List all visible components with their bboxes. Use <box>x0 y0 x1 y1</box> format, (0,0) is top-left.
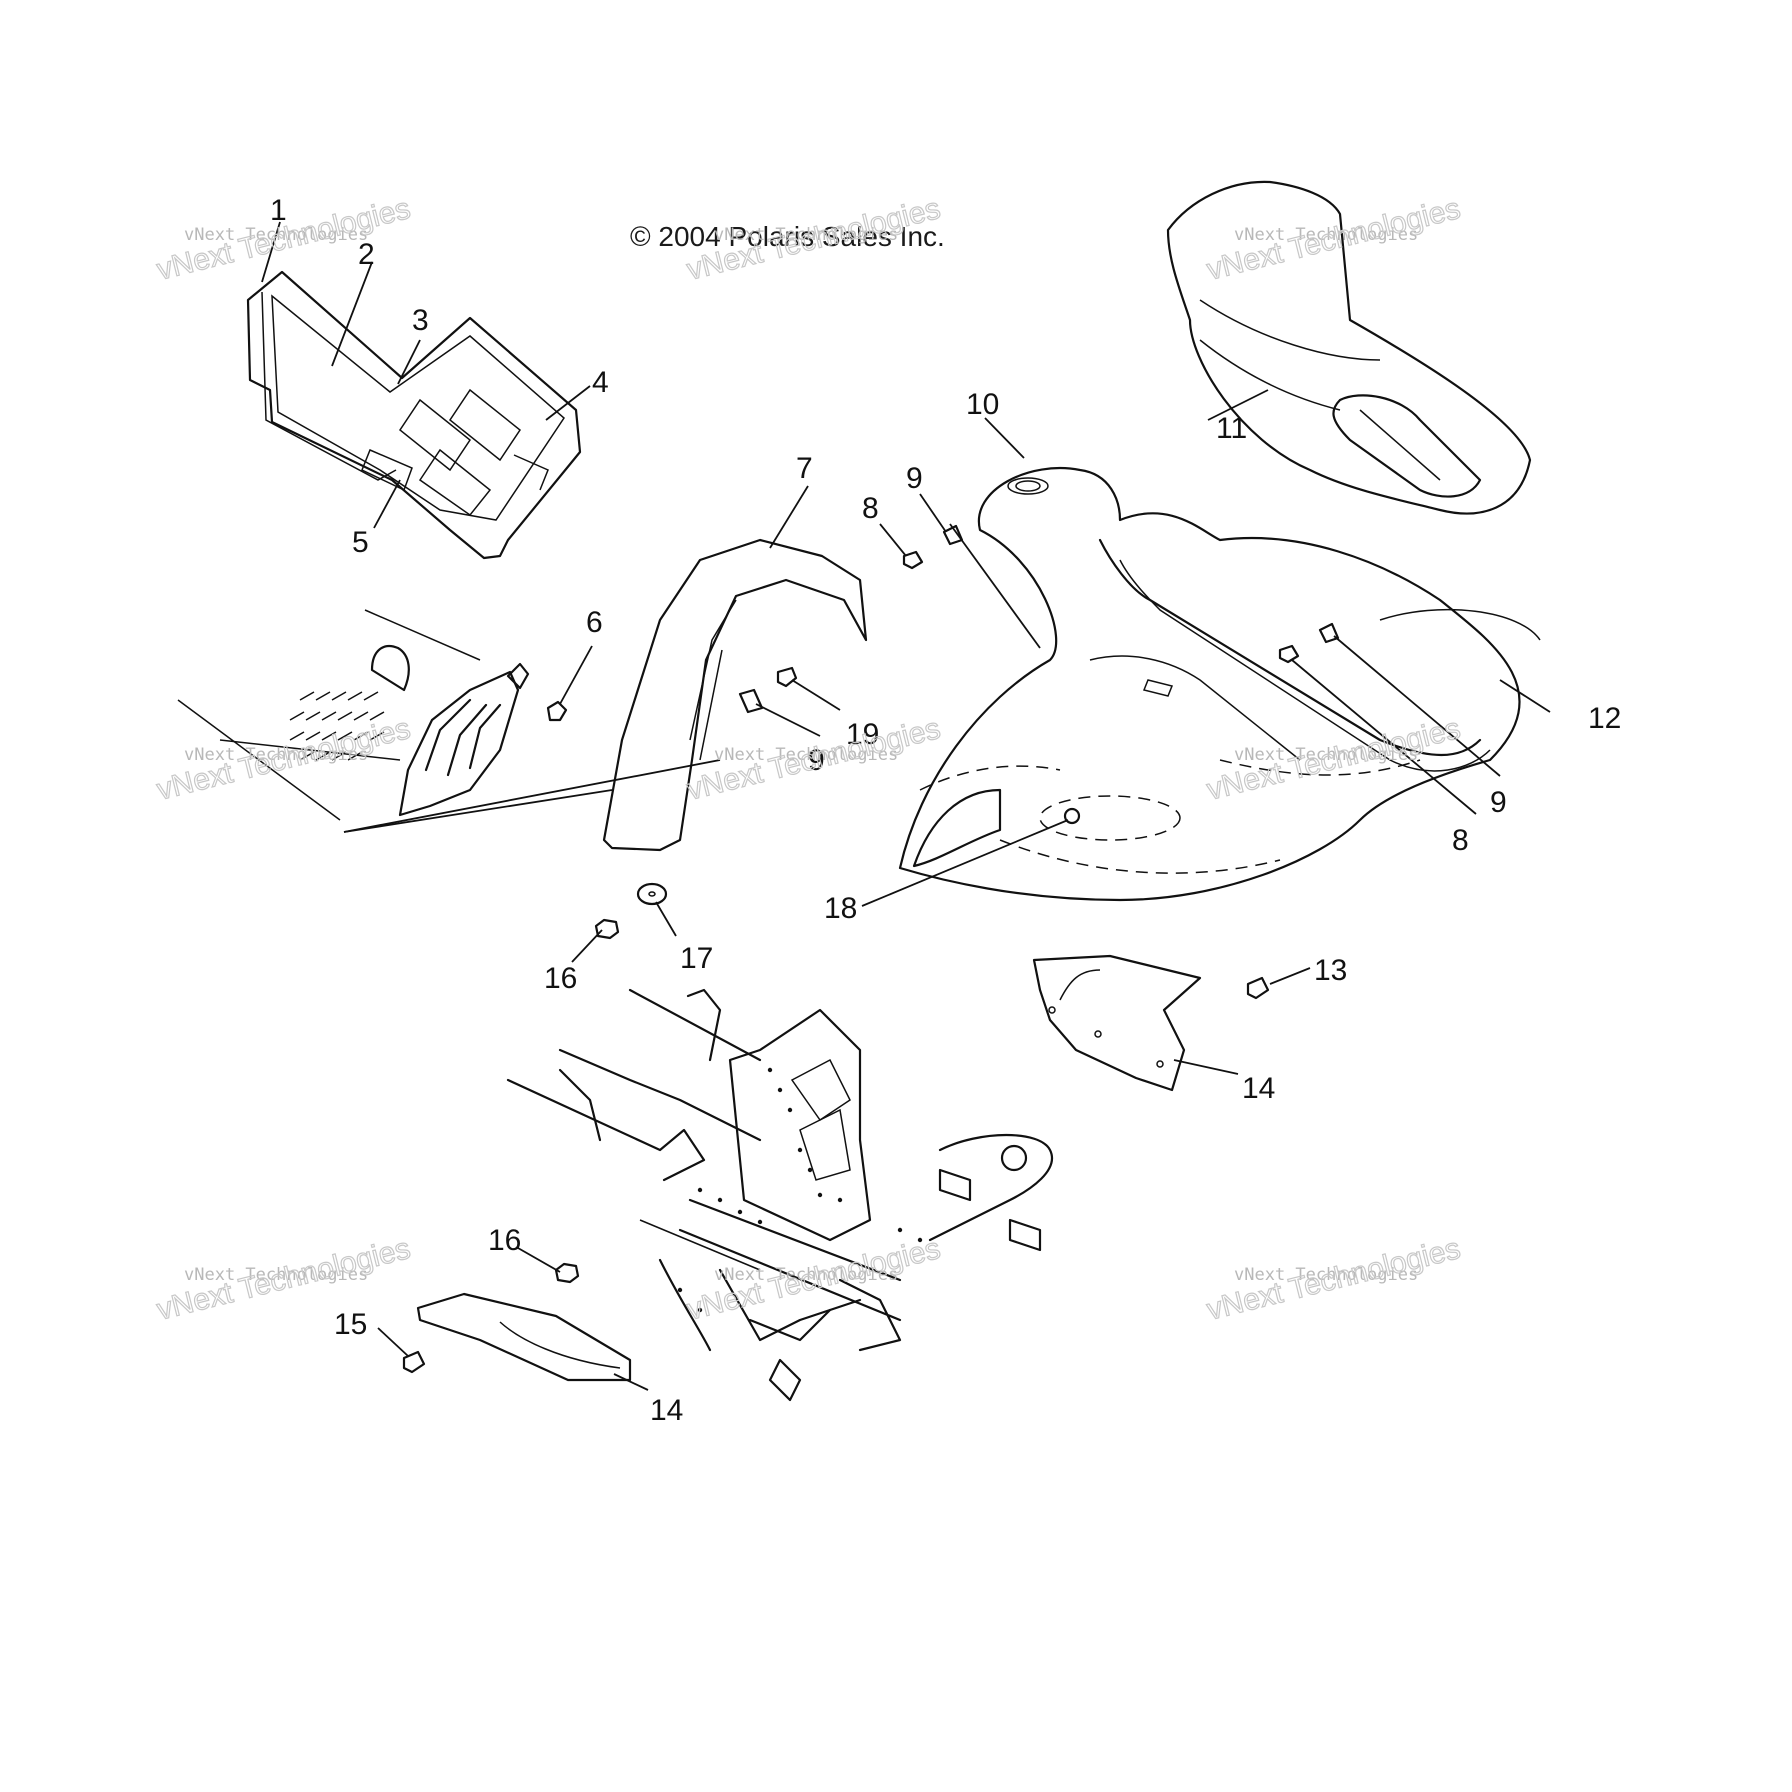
svg-text:vNext Technologies: vNext Technologies <box>184 225 368 245</box>
callout-15: 15 <box>334 1308 367 1341</box>
callout-16-lower: 16 <box>488 1224 521 1257</box>
svg-text:vNext Technologies: vNext Technologies <box>714 225 898 245</box>
callout-1: 1 <box>270 194 287 227</box>
fasteners <box>402 524 1340 1374</box>
fender-flare-part <box>602 538 868 852</box>
callout-19: 19 <box>846 718 879 751</box>
rivet-icon <box>1278 644 1300 664</box>
clip-nut-icon <box>1318 622 1340 644</box>
front-fender-body-part <box>898 467 1541 902</box>
callout-17: 17 <box>680 942 713 975</box>
callout-6: 6 <box>586 606 603 639</box>
callout-3: 3 <box>412 304 429 337</box>
callout-10: 10 <box>966 388 999 421</box>
screw-icon <box>776 666 798 688</box>
nut-icon <box>594 918 620 940</box>
rear-rack-cover-part <box>1166 180 1532 515</box>
callout-8-upper: 8 <box>862 492 879 525</box>
skid-plate-lower-part <box>416 1292 632 1382</box>
push-rivet-icon <box>546 700 568 722</box>
rivet-icon <box>902 550 924 570</box>
callout-12: 12 <box>1588 702 1621 735</box>
callout-13: 13 <box>1314 954 1347 987</box>
splash-guard-upper-part <box>1032 954 1202 1092</box>
callout-14-upper: 14 <box>1242 1072 1275 1105</box>
chassis-frame-part <box>506 988 1054 1402</box>
svg-text:vNext Technologies: vNext Technologies <box>714 1265 898 1285</box>
svg-text:vNext Technologies: vNext Technologies <box>714 745 898 765</box>
footwell-mat-part <box>246 270 582 560</box>
callout-9-right: 9 <box>1490 786 1507 819</box>
callout-9-upper: 9 <box>906 462 923 495</box>
callout-14-lower: 14 <box>650 1394 683 1427</box>
svg-text:vNext Technologies: vNext Technologies <box>1234 745 1418 765</box>
front-grille-part <box>177 609 721 833</box>
washer-icon <box>636 882 668 906</box>
callout-8-right: 8 <box>1452 824 1469 857</box>
frame-holes <box>677 1067 923 1313</box>
callout-2: 2 <box>358 238 375 271</box>
callout-9-mid: 9 <box>808 744 825 777</box>
push-rivet-icon <box>1246 976 1270 1000</box>
svg-text:vNext Technologies: vNext Technologies <box>1234 225 1418 245</box>
callout-labels: 1 2 3 4 5 6 7 8 9 10 11 12 13 14 14 15 1… <box>270 194 1621 1427</box>
callout-4: 4 <box>592 366 609 399</box>
svg-text:vNext Technologies: vNext Technologies <box>184 745 368 765</box>
leader-lines <box>261 221 1551 1391</box>
clip-nut-icon <box>738 688 764 714</box>
svg-text:vNext Technologies: vNext Technologies <box>1234 1265 1418 1285</box>
callout-5: 5 <box>352 526 369 559</box>
callout-16-upper: 16 <box>544 962 577 995</box>
callout-11: 11 <box>1216 412 1247 445</box>
svg-text:vNext Technologies: vNext Technologies <box>184 1265 368 1285</box>
callout-7: 7 <box>796 452 813 485</box>
nut-icon <box>554 1262 580 1284</box>
copyright-text: © 2004 Polaris Sales Inc. <box>630 221 945 252</box>
push-rivet-icon <box>402 1350 426 1374</box>
callout-18: 18 <box>824 892 857 925</box>
